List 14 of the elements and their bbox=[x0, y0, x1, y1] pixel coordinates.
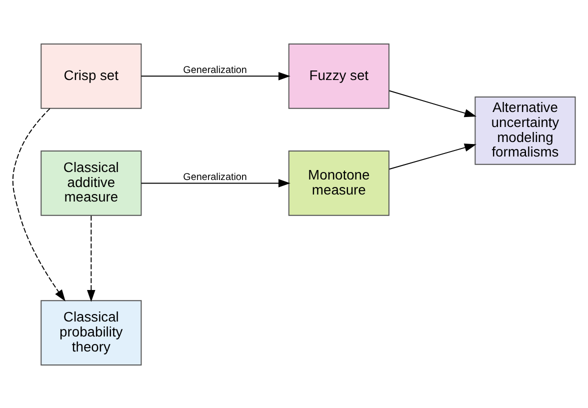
arrow bbox=[87, 214, 96, 302]
arrow bbox=[140, 178, 290, 187]
node-box: Fuzzy set bbox=[288, 42, 390, 108]
node-box: Monotone measure bbox=[288, 150, 390, 216]
arrow bbox=[388, 143, 476, 170]
node-box: Crisp set bbox=[40, 42, 142, 108]
node-box: Classical probability theory bbox=[40, 300, 142, 366]
node-box: Classical additive measure bbox=[40, 150, 142, 216]
edge-label: Generalization bbox=[183, 172, 247, 183]
arrow bbox=[12, 108, 66, 301]
arrow bbox=[388, 90, 476, 117]
arrow bbox=[140, 72, 290, 80]
node-box: Alternative uncertainty modeling formalisms bbox=[474, 96, 576, 164]
edge-label: Generalization bbox=[183, 64, 247, 76]
